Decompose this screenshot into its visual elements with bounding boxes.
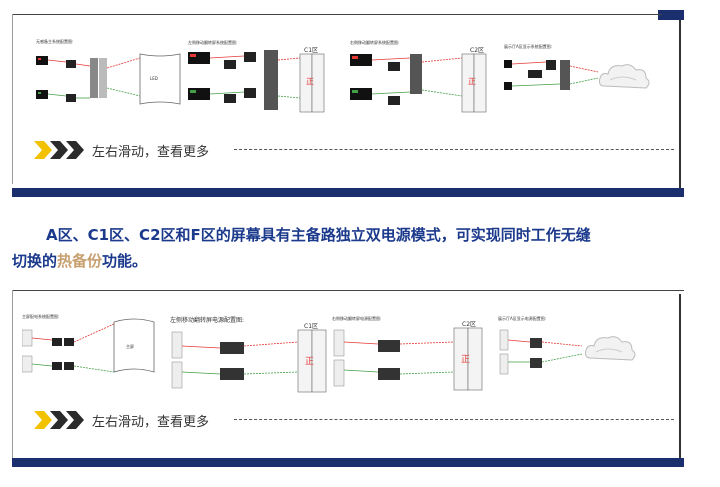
highlight-hot-backup: 热备份 <box>57 252 103 270</box>
zone-label: C2区 <box>470 47 484 54</box>
power-system-diagram-2[interactable]: 主屏配电系统配置图: 主屏 左侧移动翻转屏电源配置图: C1区 正 <box>21 312 662 394</box>
zone-label: C1区 <box>304 47 318 54</box>
diagram-svg-1: 无感备主系统配置图: LED 左侧移动翻转屏系统配置图: <box>36 38 650 113</box>
swipe-hint-label: 左右滑动，查看更多 <box>92 145 210 160</box>
zone-label: C1区 <box>304 323 318 330</box>
dashed-divider <box>234 149 674 150</box>
panel-title: 左侧移动翻转屏系统配置图: <box>188 39 237 45</box>
card-left-border <box>12 14 13 184</box>
cabinet-glyph: 正 <box>461 355 470 365</box>
screen-label: LED <box>150 76 158 81</box>
cabinet-glyph: 正 <box>306 77 314 86</box>
diagram-card-1: 无感备主系统配置图: LED 左侧移动翻转屏系统配置图: <box>12 10 684 198</box>
chevron-dark-icon <box>50 411 70 429</box>
description-paragraph: A区、C1区、C2区和F区的屏幕具有主备路独立双电源模式，可实现同时工作无缝 切… <box>12 222 692 274</box>
card-right-border <box>679 20 681 190</box>
paragraph-text: 功能。 <box>102 252 148 270</box>
chevron-dark-icon <box>66 411 86 429</box>
chevron-dark-icon <box>66 141 86 159</box>
dashed-divider <box>234 419 674 420</box>
paragraph-text: 切换的 <box>12 252 58 270</box>
swipe-hint-label: 左右滑动，查看更多 <box>92 415 210 430</box>
chevron-dark-icon <box>50 141 70 159</box>
cloud-icon <box>599 64 650 89</box>
card-right-border <box>679 294 681 462</box>
cabinet-glyph: 正 <box>305 357 314 367</box>
screen-label: 主屏 <box>126 343 134 349</box>
panel-title: 左侧移动翻转屏电源配置图: <box>170 316 244 324</box>
panel-title: 右侧移动翻转屏系统配置图: <box>350 39 399 45</box>
swipe-hint-1[interactable]: 左右滑动，查看更多 <box>34 140 674 160</box>
zone-label: C2区 <box>462 321 476 328</box>
diagram-card-2: 主屏配电系统配置图: 主屏 左侧移动翻转屏电源配置图: C1区 正 <box>12 290 684 472</box>
card-top-border <box>12 290 684 291</box>
card-corner-tab <box>658 10 684 20</box>
chevron-yellow-icon <box>34 141 54 159</box>
panel-title: 展示厅A区显示系统配置图: <box>504 43 552 49</box>
paragraph-line-1: A区、C1区、C2区和F区的屏幕具有主备路独立双电源模式，可实现同时工作无缝 <box>46 226 591 244</box>
card-bottom-bar <box>12 188 684 197</box>
panel-title: 主屏配电系统配置图: <box>22 313 59 319</box>
chevron-yellow-icon <box>34 411 54 429</box>
panel-title: 展示厅A区显示电源配置图: <box>498 315 546 321</box>
paragraph-line-2: 切换的热备份功能。 <box>12 248 692 274</box>
cabinet-glyph: 正 <box>468 77 476 86</box>
card-top-border <box>12 14 662 15</box>
cloud-icon <box>585 336 636 361</box>
panel-title: 右侧移动翻转屏电源配置图: <box>332 315 381 321</box>
panel-title: 无感备主系统配置图: <box>36 38 73 44</box>
card-left-border <box>12 290 13 458</box>
card-bottom-bar <box>12 458 684 467</box>
power-system-diagram-1[interactable]: 无感备主系统配置图: LED 左侧移动翻转屏系统配置图: <box>32 38 672 120</box>
swipe-hint-2[interactable]: 左右滑动，查看更多 <box>34 410 674 430</box>
diagram-svg-2: 主屏配电系统配置图: 主屏 左侧移动翻转屏电源配置图: C1区 正 <box>21 313 636 393</box>
